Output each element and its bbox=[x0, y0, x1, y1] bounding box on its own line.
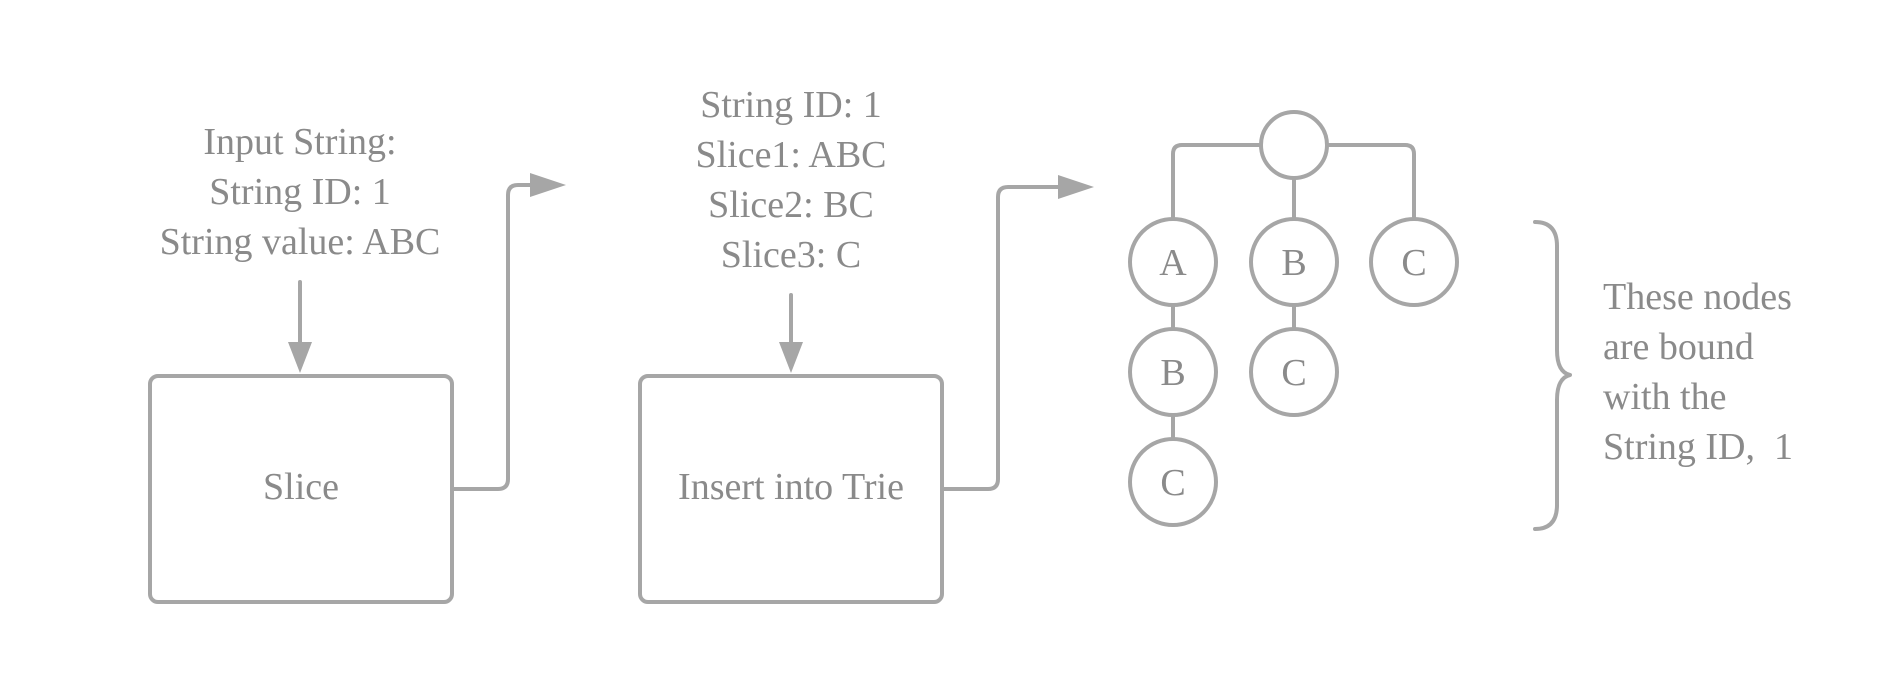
slices-label-line-4: Slice3: C bbox=[721, 234, 861, 276]
trie-root-node bbox=[1259, 110, 1329, 180]
trie-node-a-b-label: B bbox=[1160, 352, 1185, 394]
slices-label: String ID: 1 Slice1: ABC Slice2: BC Slic… bbox=[695, 84, 886, 276]
connector-insert-to-trie bbox=[940, 185, 1062, 491]
slices-label-line-1: String ID: 1 bbox=[700, 84, 882, 126]
trie-node-a bbox=[1128, 217, 1218, 307]
note-text: These nodes are bound with the String ID… bbox=[1603, 276, 1793, 468]
trie-node-c bbox=[1369, 217, 1459, 307]
arrowhead-slices-to-insert bbox=[779, 342, 803, 373]
connector-slice-to-slices bbox=[450, 183, 536, 491]
trie-node-c-label: C bbox=[1401, 242, 1426, 284]
note-line-4: String ID, 1 bbox=[1603, 426, 1793, 468]
trie-node-a-b-c-label: C bbox=[1160, 462, 1185, 504]
trie-edge-root-to-c bbox=[1326, 143, 1416, 220]
trie-nodes: A B C B C C bbox=[1128, 110, 1459, 527]
trie-node-a-b bbox=[1128, 327, 1218, 417]
trie-node-a-label: A bbox=[1159, 242, 1187, 284]
arrowhead-insert-to-trie bbox=[1058, 175, 1094, 199]
input-label-line-2: String ID: 1 bbox=[209, 171, 391, 213]
trie-node-b-label: B bbox=[1281, 242, 1306, 284]
curly-brace bbox=[1533, 220, 1572, 531]
slice-box-label: Slice bbox=[263, 466, 339, 508]
note-line-2: are bound bbox=[1603, 326, 1754, 368]
arrowhead-slice-to-slices bbox=[530, 173, 566, 197]
trie-edge-root-to-a bbox=[1171, 143, 1262, 220]
input-label-line-1: Input String: bbox=[203, 121, 396, 163]
note-line-1: These nodes bbox=[1603, 276, 1792, 318]
input-string-label: Input String: String ID: 1 String value:… bbox=[160, 121, 441, 263]
trie-edges bbox=[1171, 143, 1416, 441]
insert-box-label: Insert into Trie bbox=[678, 466, 904, 508]
note-line-3: with the bbox=[1603, 376, 1726, 418]
trie-node-b-c bbox=[1249, 327, 1339, 417]
input-label-line-3: String value: ABC bbox=[160, 221, 441, 263]
slices-label-line-3: Slice2: BC bbox=[708, 184, 874, 226]
trie-node-b-c-label: C bbox=[1281, 352, 1306, 394]
trie-node-b bbox=[1249, 217, 1339, 307]
trie-node-a-b-c bbox=[1128, 437, 1218, 527]
arrowhead-input-to-slice bbox=[288, 342, 312, 373]
slices-label-line-2: Slice1: ABC bbox=[695, 134, 886, 176]
